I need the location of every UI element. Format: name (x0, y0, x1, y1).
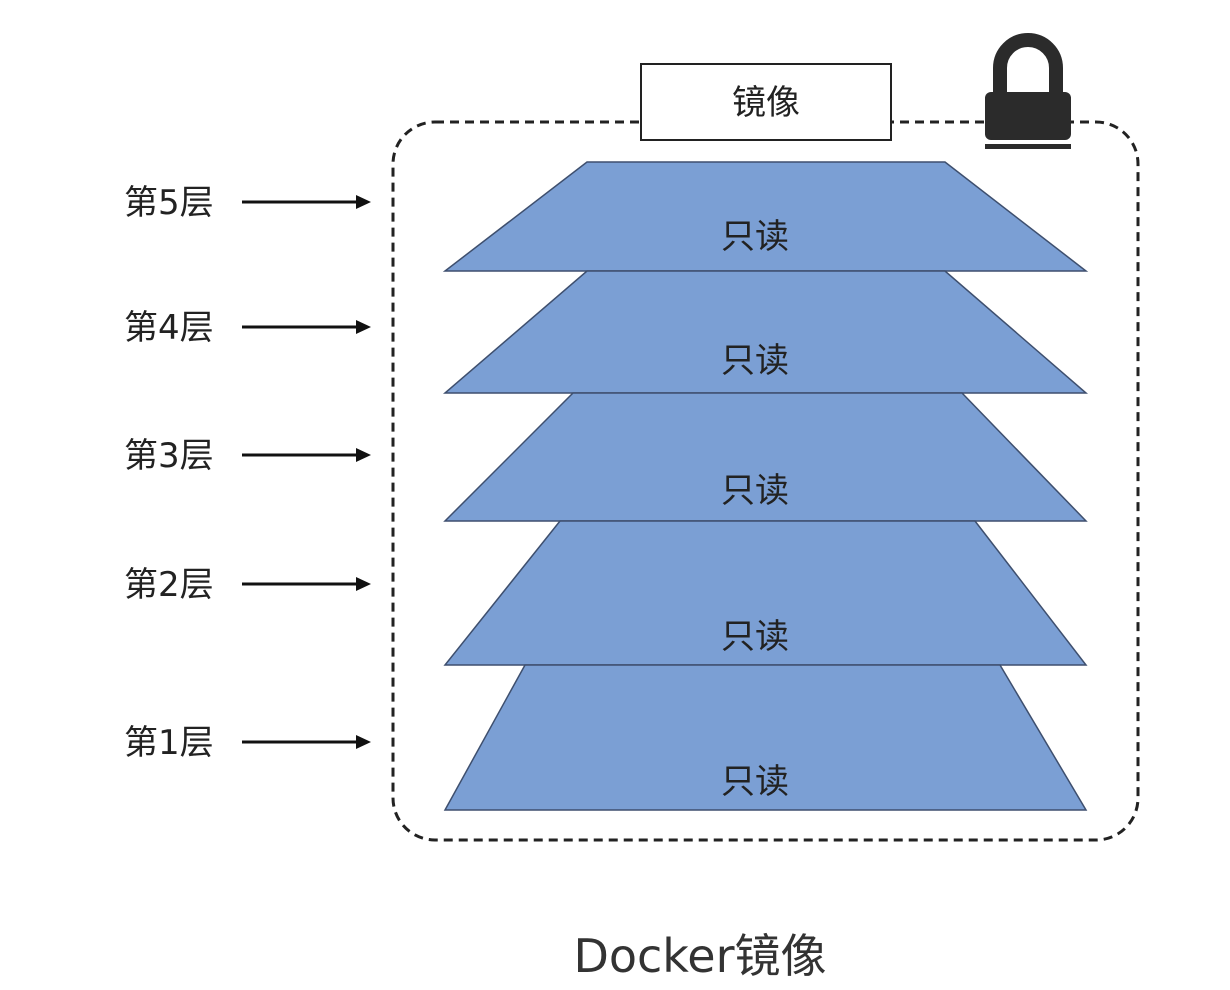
layer-trapezoid (443, 520, 1088, 666)
arrow-head-icon (356, 735, 371, 749)
layer-2: 只读 (443, 520, 1088, 666)
layer-label-row-1: 第1层 (124, 723, 371, 763)
layer-trapezoid (442, 270, 1089, 394)
layer-label-row-2: 第2层 (124, 565, 371, 605)
image-title-box: 镜像 (640, 63, 892, 141)
layer-readonly-text: 只读 (721, 762, 789, 802)
layer-5: 只读 (442, 161, 1089, 272)
layer-readonly-text: 只读 (721, 617, 789, 657)
arrow-head-icon (356, 195, 371, 209)
layer-trapezoid (443, 664, 1088, 811)
layer-label: 第3层 (124, 436, 214, 476)
layer-label-row-3: 第3层 (124, 436, 371, 476)
arrow-head-icon (356, 577, 371, 591)
layer-readonly-text: 只读 (721, 341, 789, 381)
arrow-head-icon (356, 320, 371, 334)
layer-trapezoid (443, 392, 1088, 522)
layer-1: 只读 (443, 664, 1088, 811)
layer-label-row-5: 第5层 (124, 183, 371, 223)
layer-label: 第1层 (124, 723, 214, 763)
layer-label: 第2层 (124, 565, 214, 605)
image-title-label: 镜像 (732, 83, 800, 123)
layer-label: 第5层 (124, 183, 214, 223)
layer-readonly-text: 只读 (721, 217, 789, 257)
arrow-head-icon (356, 448, 371, 462)
layer-label: 第4层 (124, 308, 214, 348)
layer-4: 只读 (442, 270, 1089, 394)
layer-readonly-text: 只读 (721, 471, 789, 511)
layer-trapezoid (442, 161, 1089, 272)
lock-icon (985, 33, 1071, 149)
diagram-caption: Docker镜像 (573, 929, 826, 983)
layer-label-row-4: 第4层 (124, 308, 371, 348)
layer-3: 只读 (443, 392, 1088, 522)
